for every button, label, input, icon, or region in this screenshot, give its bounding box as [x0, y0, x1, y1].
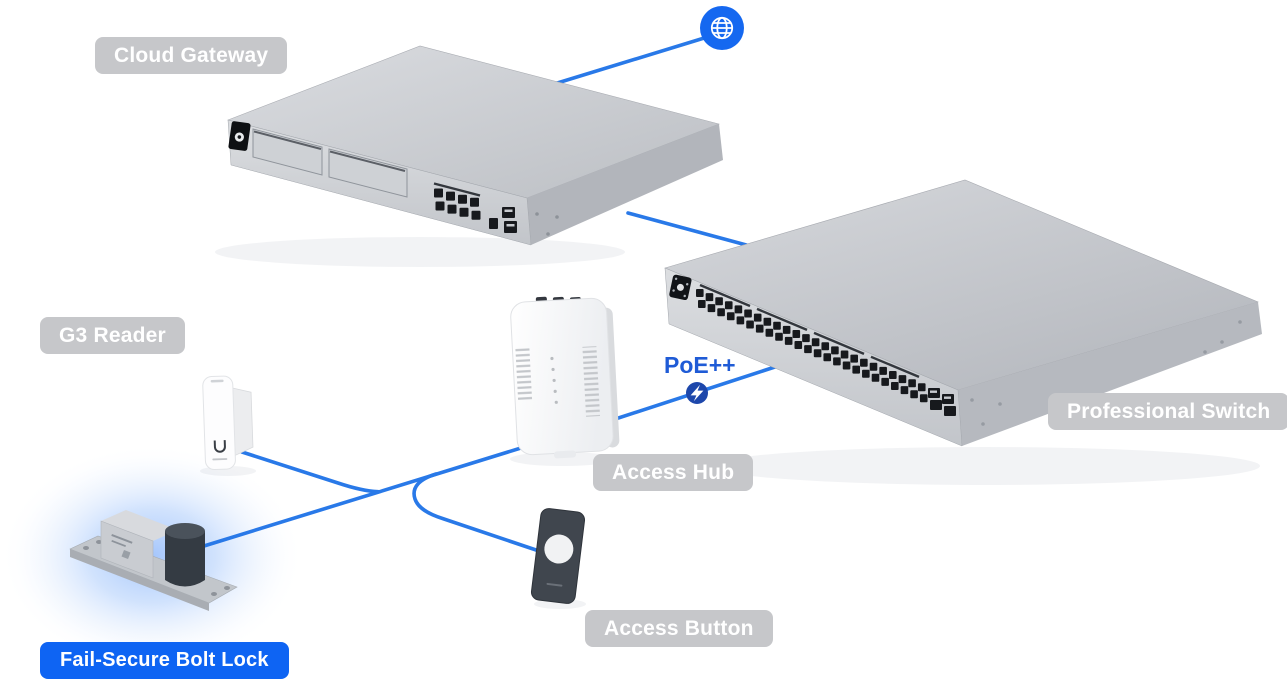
link-gateway-switch: [626, 211, 752, 248]
link-internet-gateway: [539, 33, 716, 90]
label-access-hub: Access Hub: [593, 454, 754, 491]
globe-icon: [700, 6, 744, 50]
label-access-button: Access Button: [585, 610, 773, 647]
switch-port-block: [696, 289, 928, 403]
device-bolt-lock: [69, 510, 238, 611]
device-access-button: [530, 508, 586, 604]
ubiquiti-logo-icon: [213, 440, 226, 453]
link-button-branch: [412, 472, 547, 555]
label-poe: PoE++: [664, 352, 736, 378]
link-g3-branch: [240, 450, 380, 494]
label-fail-secure-bolt-lock: Fail-Secure Bolt Lock: [40, 642, 289, 679]
device-shadows: [200, 237, 1260, 609]
device-professional-switch: [664, 179, 1262, 447]
device-access-hub: [510, 296, 620, 459]
gateway-port-block: [434, 188, 481, 220]
label-professional-switch: Professional Switch: [1048, 393, 1287, 430]
label-cloud-gateway: Cloud Gateway: [95, 37, 288, 74]
device-g3-reader: [202, 375, 254, 470]
label-g3-reader: G3 Reader: [40, 317, 185, 354]
lightning-bolt-icon: [686, 382, 708, 404]
device-cloud-gateway: [227, 45, 723, 246]
